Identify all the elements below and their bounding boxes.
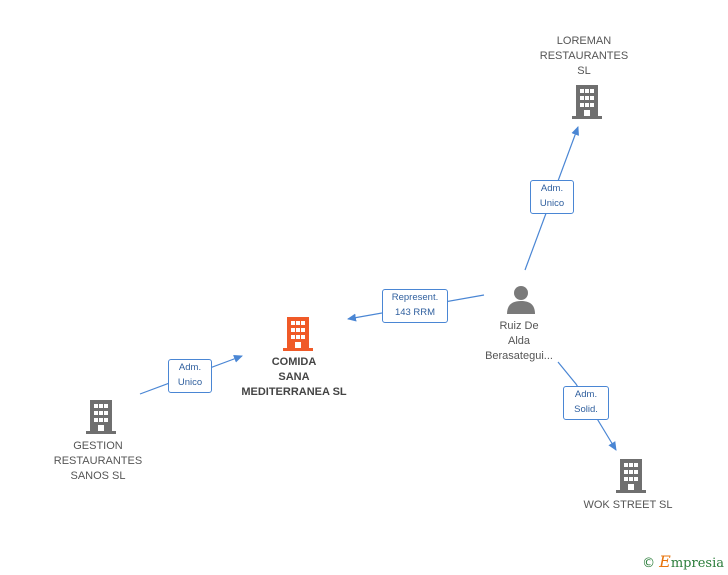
- node-label-main-company[interactable]: COMIDA SANA MEDITERRANEA SL: [241, 356, 347, 398]
- person-icon[interactable]: [506, 284, 536, 314]
- node-label-wok[interactable]: WOK STREET SL: [583, 499, 673, 511]
- copyright-symbol: ©: [642, 556, 656, 571]
- edge-label-adm-unico-loreman: Adm. Unico: [530, 180, 574, 214]
- building-icon[interactable]: [283, 317, 313, 351]
- building-icon[interactable]: [616, 459, 646, 493]
- building-icon[interactable]: [572, 85, 602, 119]
- node-label-gestion[interactable]: GESTION RESTAURANTES SANOS SL: [53, 440, 143, 482]
- building-icon[interactable]: [86, 400, 116, 434]
- edge-label-adm-unico-gestion: Adm. Unico: [168, 359, 212, 393]
- brand-initial: E: [659, 552, 671, 571]
- edge-person-to-wok: [557, 361, 617, 451]
- edge-label-represent: Represent. 143 RRM: [382, 289, 448, 323]
- edge-label-adm-solid: Adm. Solid.: [563, 386, 609, 420]
- empresia-watermark: ©Empresia: [642, 552, 724, 571]
- brand-name: mpresia: [670, 556, 724, 571]
- node-label-loreman[interactable]: LOREMAN RESTAURANTES SL: [539, 35, 629, 77]
- node-label-person[interactable]: Ruiz De Alda Berasategui...: [485, 320, 553, 362]
